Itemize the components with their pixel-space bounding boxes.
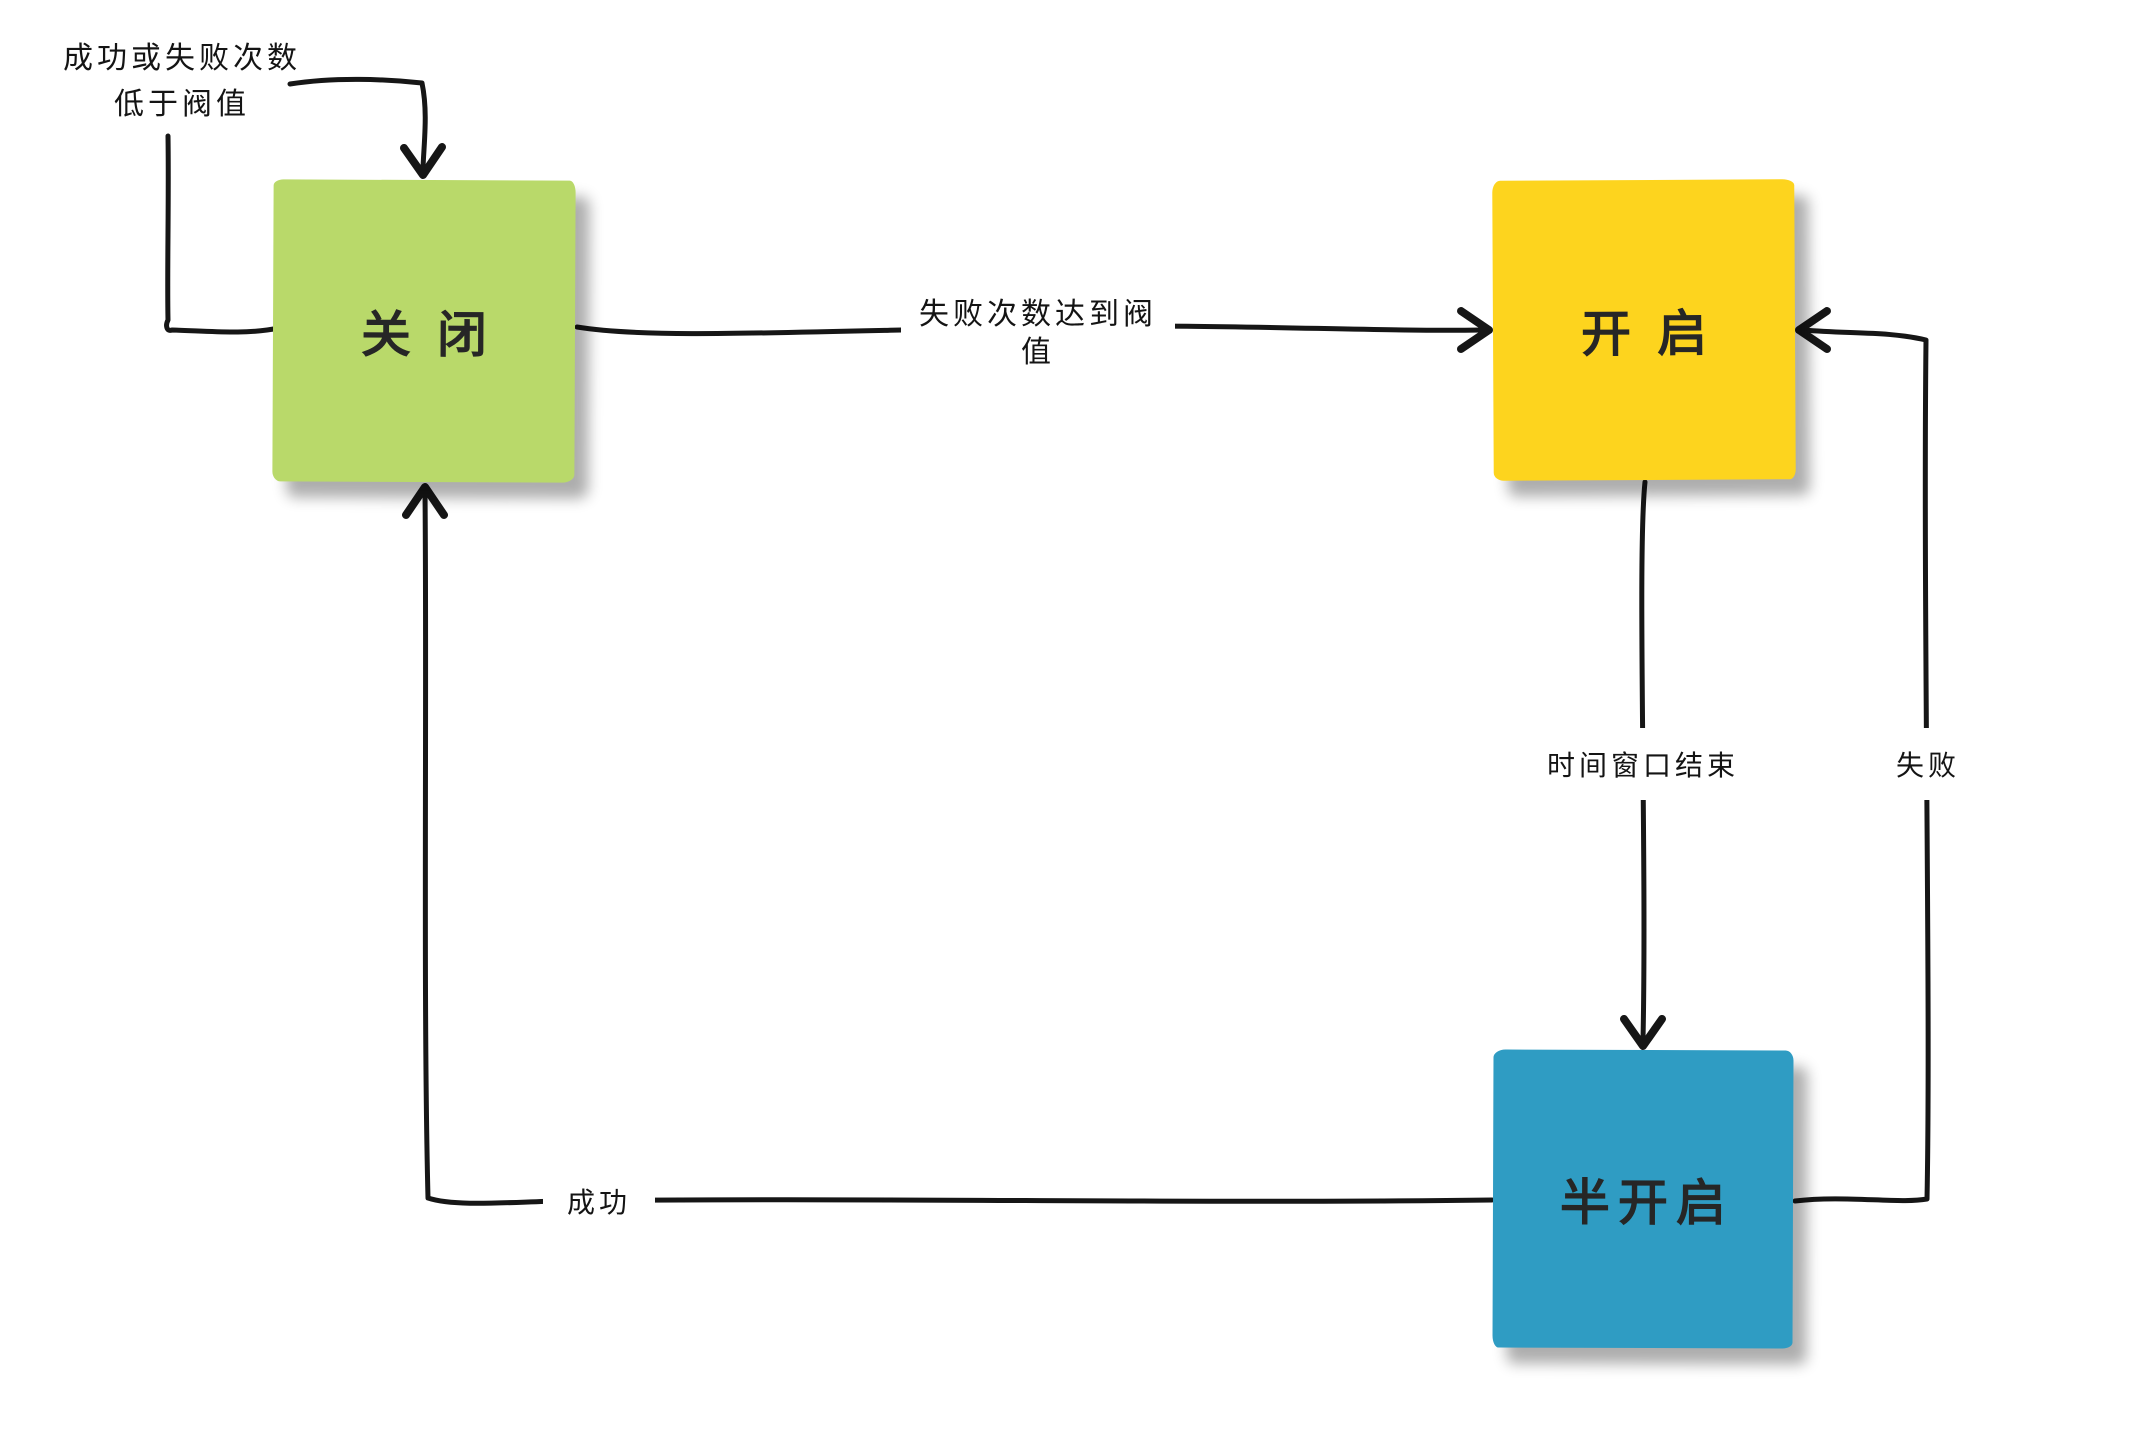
transition-label-closed-to-open-line2: 值: [1021, 335, 1055, 370]
edge-closed-self-in: [287, 76, 428, 171]
transition-label-closed-self-line1: 成功或失败次数: [63, 41, 301, 76]
transition-label-closed-self-line2: 低于阀值: [114, 87, 250, 122]
state-node-half-open: 半开启: [1492, 1049, 1794, 1349]
state-label-open: 开启: [1580, 304, 1734, 364]
transition-label-closed-self: 成功或失败次数 低于阀值: [63, 36, 301, 128]
edge-closed-self-out: [164, 133, 282, 335]
transition-label-half-open-to-closed: 成功: [542, 1171, 656, 1231]
transition-label-open-to-half-open: 时间窗口结束: [1534, 728, 1752, 800]
transition-label-closed-to-open: 失败次数达到阀 值: [901, 292, 1175, 376]
arrowhead-into-open-right-icon: [1795, 307, 1831, 353]
state-node-open: 开启: [1492, 179, 1796, 481]
state-label-half-open: 半开启: [1559, 1173, 1735, 1233]
arrowhead-into-half-open-top-icon: [1620, 1015, 1666, 1050]
transition-label-half-open-to-open: 失败: [1883, 728, 1973, 800]
arrowhead-into-closed-bottom-icon: [402, 483, 448, 519]
state-node-closed: 关闭: [272, 179, 576, 483]
edge-open-to-half-open: [1639, 479, 1648, 1043]
arrowhead-into-closed-top-icon: [400, 143, 446, 179]
state-label-closed: 关闭: [360, 305, 514, 365]
transition-label-closed-to-open-line1: 失败次数达到阀: [919, 297, 1157, 332]
edge-half-open-to-closed: [422, 489, 1495, 1206]
arrowhead-into-open-left-icon: [1457, 307, 1493, 353]
